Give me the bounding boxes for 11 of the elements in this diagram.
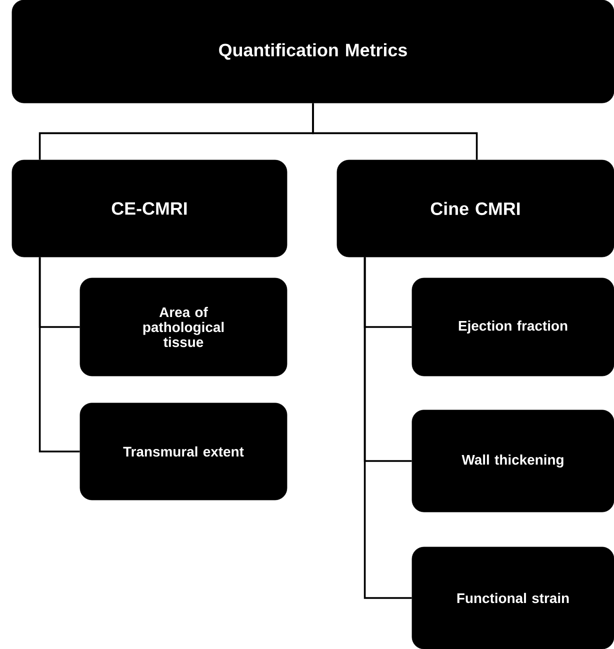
- header-box: Quantification Metrics: [12, 0, 614, 104]
- category-box: CE-CMRI: [12, 160, 288, 258]
- connector-line: [38, 257, 80, 452]
- metric-box: Area of pathological tissue: [80, 278, 288, 376]
- connector-line: [364, 257, 412, 599]
- metric-box: Functional strain: [412, 546, 614, 649]
- metric-box: Transmural extent: [80, 402, 288, 500]
- metric-box: Ejection fraction: [412, 278, 614, 376]
- category-box: Cine CMRI: [336, 160, 614, 258]
- metric-box: Wall thickening: [412, 410, 614, 512]
- connector-line: [312, 103, 478, 160]
